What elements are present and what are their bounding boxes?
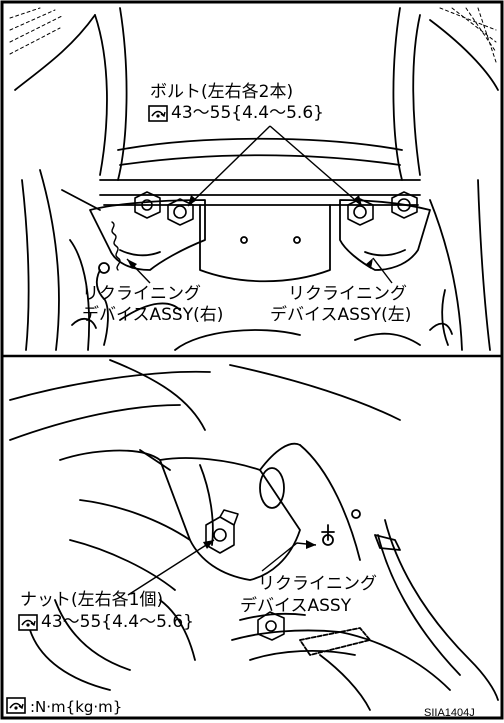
bottom-leader-arrows: [203, 540, 316, 549]
bolt-torque-value: 43〜55{4.4〜5.6}: [171, 103, 324, 123]
left-device-label-2: デバイスASSY(左): [270, 305, 412, 325]
figure-code: SIIA1404J: [424, 707, 475, 719]
top-leader-arrows: [127, 195, 373, 269]
device-label-2: デバイスASSY: [240, 596, 352, 616]
nut-torque: 43〜55{4.4〜5.6}: [18, 612, 194, 632]
right-device-label-1: リクライニング: [82, 284, 201, 304]
left-device-label-1: リクライニング: [288, 284, 407, 304]
bolt-torque: 43〜55{4.4〜5.6}: [148, 103, 324, 123]
bolt-title: ボルト(左右各2本): [150, 82, 294, 102]
nut-torque-value: 43〜55{4.4〜5.6}: [41, 612, 194, 632]
nut-title: ナット(左右各1個): [20, 590, 164, 610]
bottom-seat-drawing: [9, 359, 499, 711]
torque-wrench-icon: [18, 613, 38, 631]
right-device-label-2: デバイスASSY(右): [82, 305, 224, 325]
torque-wrench-icon: [148, 104, 168, 122]
legend-unit: :N·m{kg·m}: [30, 698, 123, 716]
legend-torque-icon: [6, 697, 26, 714]
device-label-1: リクライニング: [258, 574, 377, 594]
top-seat-drawing: [9, 7, 499, 351]
